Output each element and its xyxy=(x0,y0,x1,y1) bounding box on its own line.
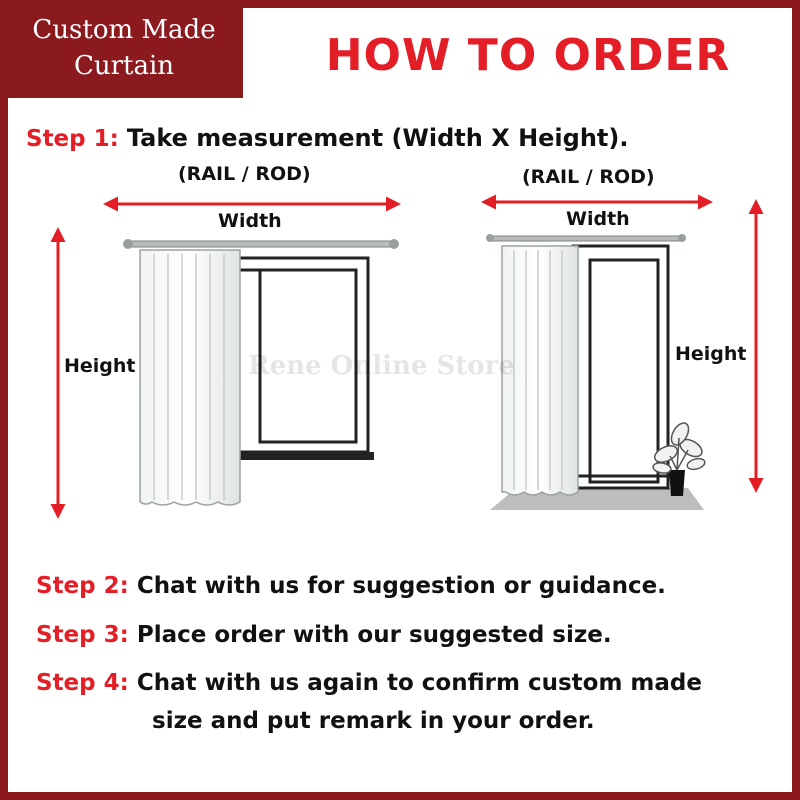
step-2: Step 2: Chat with us for suggestion or g… xyxy=(36,573,666,599)
step-4-text-continued: size and put remark in your order. xyxy=(152,708,595,734)
right-diagram xyxy=(481,194,764,510)
step-3: Step 3: Place order with our suggested s… xyxy=(36,622,612,648)
watermark: Rene Online Store xyxy=(248,351,515,381)
poster: Custom Made Curtain HOW TO ORDER Step 1:… xyxy=(8,8,792,792)
step-4-label: Step 4: xyxy=(36,670,129,696)
banner-line-2: Curtain xyxy=(73,51,175,81)
left-height-label: Height xyxy=(64,355,136,377)
right-door-pane xyxy=(588,258,660,484)
page-title: HOW TO ORDER xyxy=(325,30,731,81)
banner-line-1: Custom Made xyxy=(32,15,216,45)
right-curtain xyxy=(501,245,579,496)
banner: Custom Made Curtain xyxy=(8,8,243,98)
left-diagram xyxy=(50,196,401,519)
step-4: Step 4: Chat with us again to confirm cu… xyxy=(36,670,702,696)
step-3-label: Step 3: xyxy=(36,622,129,648)
step-3-text: Place order with our suggested size. xyxy=(136,622,612,648)
left-curtain xyxy=(139,249,241,506)
step-2-text: Chat with us for suggestion or guidance. xyxy=(136,573,666,599)
right-rail-label: (RAIL / ROD) xyxy=(522,166,655,188)
measurement-diagrams xyxy=(50,194,764,519)
right-height-label: Height xyxy=(675,343,747,365)
left-window-sill xyxy=(232,452,374,460)
step-1-text: Take measurement (Width X Height). xyxy=(126,124,629,152)
left-width-label: Width xyxy=(218,210,282,232)
right-rail-rod xyxy=(487,235,685,242)
left-window-pane xyxy=(258,268,358,444)
step-4-text: Chat with us again to confirm custom mad… xyxy=(136,670,702,696)
step-1: Step 1: Take measurement (Width X Height… xyxy=(26,124,628,152)
step-2-label: Step 2: xyxy=(36,573,129,599)
right-width-label: Width xyxy=(566,208,630,230)
step-1-label: Step 1: xyxy=(26,126,119,152)
banner-text: Custom Made Curtain xyxy=(8,12,240,84)
left-rail-rod xyxy=(125,240,397,248)
plant-icon xyxy=(652,422,706,496)
left-rail-label: (RAIL / ROD) xyxy=(178,163,311,185)
